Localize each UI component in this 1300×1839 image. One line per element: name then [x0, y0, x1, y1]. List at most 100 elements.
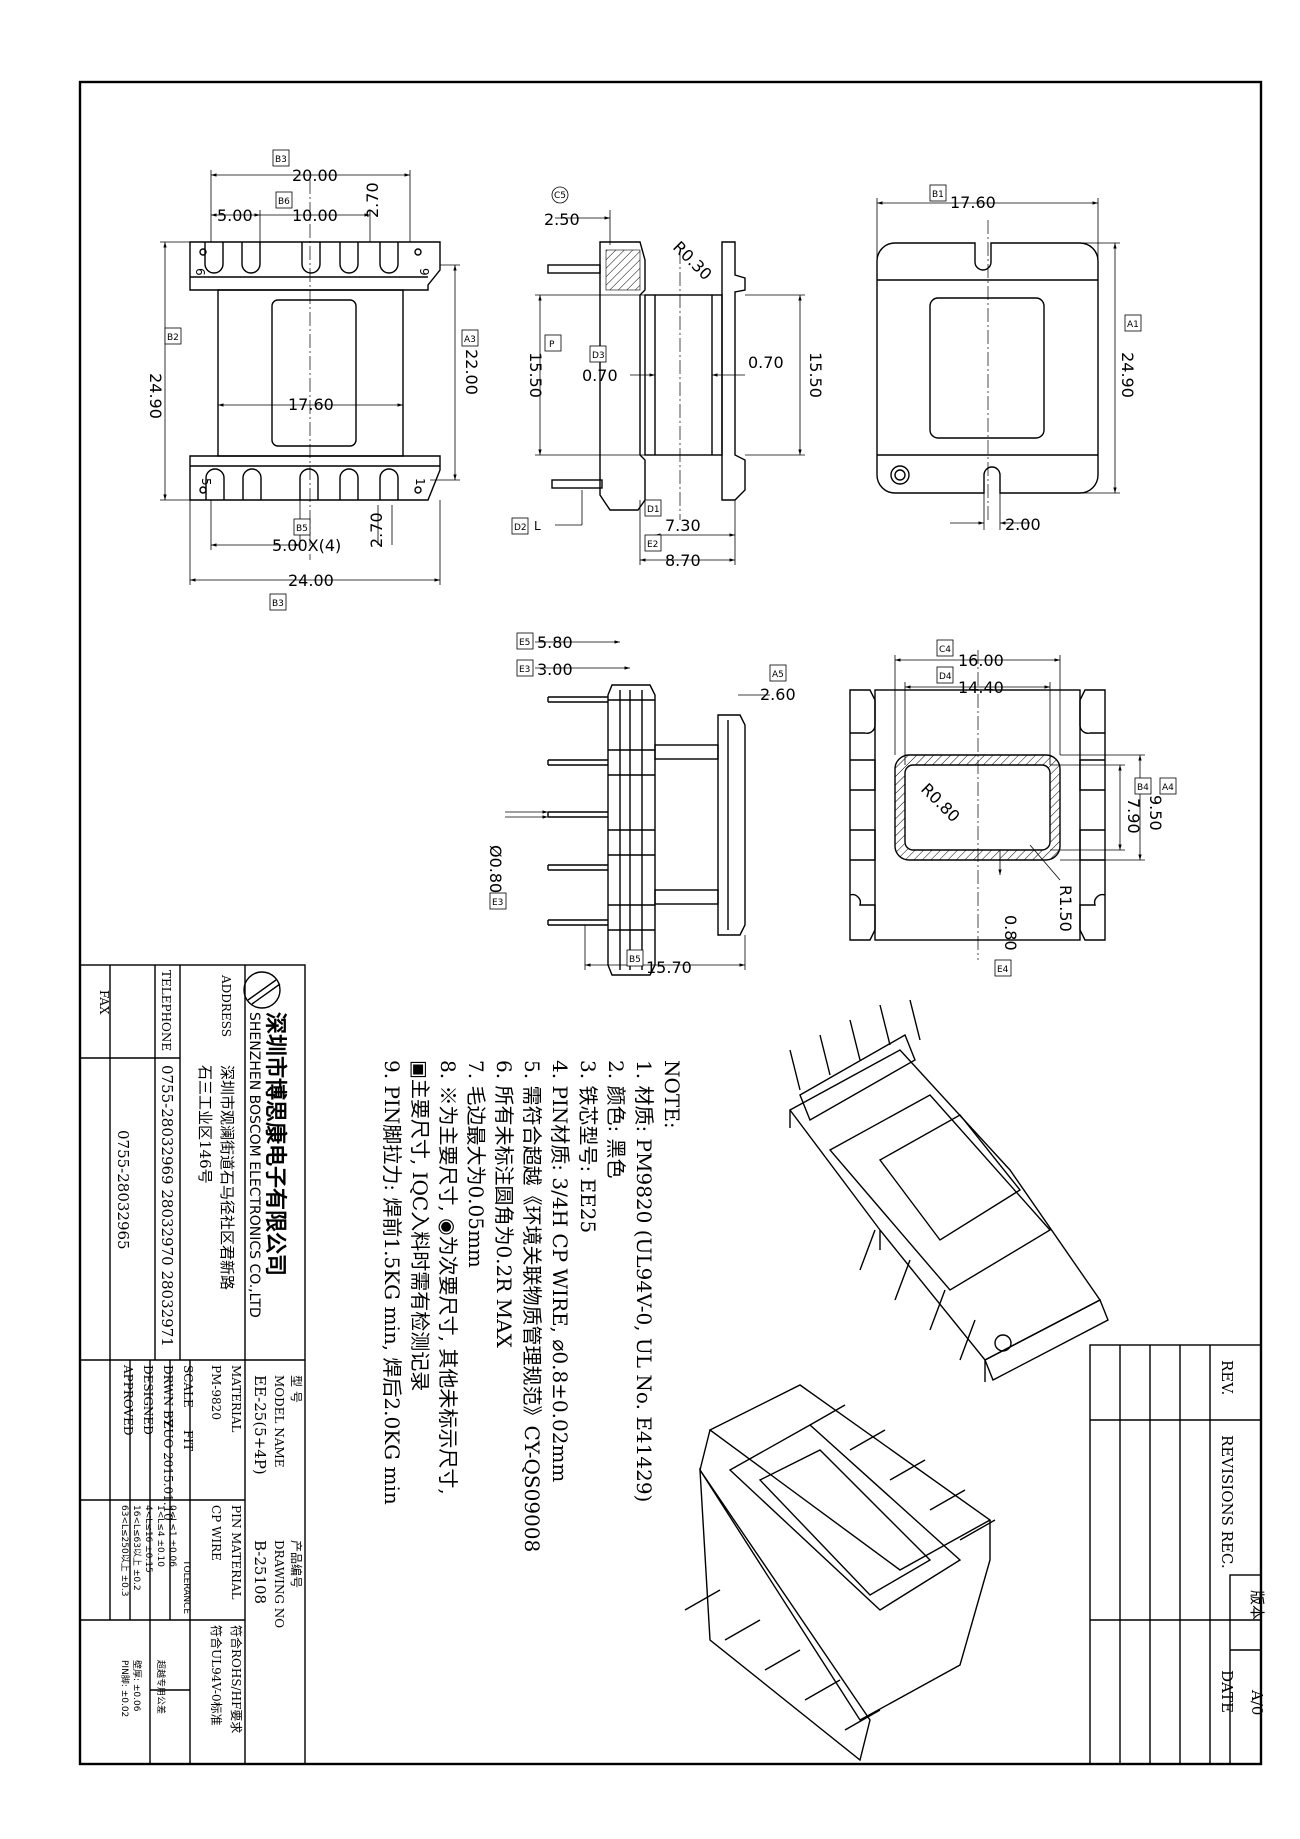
address-line-1: 深圳市观澜街道石马径社区君新路	[218, 1065, 236, 1290]
dim-24-90-front: 24.90	[146, 373, 165, 419]
dim-24-00: 24.00	[288, 571, 334, 590]
tag-b4: B4	[1137, 783, 1149, 793]
dim-5-00: 5.00	[217, 206, 253, 225]
tag-d2: D2	[514, 523, 527, 533]
drawing-no-value: B-25108	[251, 1540, 269, 1604]
note-8b: ▣主要尺寸, IQC入料时需有检测记录	[408, 1060, 432, 1391]
scale-label: SCALE	[181, 1365, 195, 1408]
dim-10-00: 10.00	[292, 206, 338, 225]
tag-d1: D1	[647, 505, 660, 515]
isometric-view-1	[788, 999, 1109, 1382]
tolerance-3: 4<L≤16 ±0.15	[143, 1505, 153, 1573]
company-name-en: SHENZHEN BOSCOM ELECTRONICS CO.,LTD	[246, 1012, 262, 1318]
company-logo	[243, 971, 281, 1009]
designed-label: DESIGNED	[141, 1365, 155, 1435]
tag-c5: C5	[554, 191, 566, 201]
dim-9-50: 9.50	[1146, 795, 1165, 831]
dim-2-00: 2.00	[1005, 515, 1041, 534]
notes-block: NOTE: 1. 材质: PM9820 (UL94V-0, UL No. E41…	[380, 1060, 684, 1552]
rohs-note: 符合ROHS/HF要求	[229, 1625, 244, 1733]
dim-0-80-wall: 0.80	[1001, 915, 1020, 951]
dim-16-00: 16.00	[958, 651, 1004, 670]
note-9: 9. PIN脚拉力: 焊前1.5KG min, 焊后2.0KG min	[380, 1060, 404, 1505]
front-view: 6 9 5 1 B3 20.00 B6 5.00 10.00 2.70 24.9…	[146, 149, 481, 611]
revision-block: REV. REVISIONS REC. DATE 版本 A/0	[1089, 1344, 1266, 1765]
tag-e5: E5	[519, 638, 530, 648]
dim-0-80-pin: Ø0.80	[486, 845, 505, 893]
tag-a1: A1	[1127, 320, 1139, 330]
dim-5-00x4: 5.00X(4)	[272, 536, 341, 555]
tag-b3-top: B3	[275, 155, 287, 165]
tolerance-label: TOLERANCE	[181, 1559, 191, 1614]
title-block: 深圳市博思康电子有限公司 SHENZHEN BOSCOM ELECTRONICS…	[79, 964, 306, 1765]
special-tolerance-wall: 壁厚: ±0.06	[131, 1660, 143, 1712]
tag-d3: D3	[592, 351, 605, 361]
tolerance-5: 63<L≤250以上 ±0.3	[119, 1505, 130, 1596]
top-view: B1 17.60 A1 24.90 2.00	[876, 184, 1142, 534]
note-4: 4. PIN材质: 3/4H CP WIRE, ⌀0.8±0.02mm	[548, 1060, 572, 1482]
ul-note: 符合UL94V-0标准	[209, 1625, 224, 1726]
tag-e2: E2	[647, 540, 658, 550]
dim-2-50: 2.50	[544, 210, 580, 229]
note-2: 2. 颜色: 黑色	[604, 1060, 628, 1179]
model-value: EE-25(5+4P)	[251, 1375, 269, 1475]
dim-2-70-bottom: 2.70	[367, 512, 386, 548]
tag-a4: A4	[1162, 783, 1174, 793]
tag-a3: A3	[464, 335, 476, 345]
model-label-en: MODEL NAME	[272, 1375, 286, 1468]
dim-0-70-right: 0.70	[748, 353, 784, 372]
bottom-view: C4 16.00 D4 14.40 B4 7.90 A4 9.50 R0.80 …	[849, 639, 1177, 977]
tag-e3-pin: E3	[519, 665, 530, 675]
drawing-no-label-cn: 产品编号	[289, 1540, 304, 1588]
tolerance-4: 16<L≤63以上 ±0.2	[131, 1505, 142, 1591]
tolerance-2: 1<L≤4 ±0.10	[155, 1505, 165, 1567]
tolerance-1: 0<L≤1 ±0.06	[167, 1505, 177, 1567]
telephone-label: TELEPHONE	[159, 970, 173, 1051]
dim-17-60-top: 17.60	[950, 193, 996, 212]
note-7: 7. 毛边最大为0.05mm	[464, 1060, 488, 1268]
note-8: 8. ※为主要尺寸, ◉为次要尺寸, 其他未标示尺寸,	[436, 1060, 460, 1495]
side-view: C5 2.50 R0.30 P 15.50 D3 0.70 0.70 15.50…	[511, 186, 825, 570]
dim-7-30: 7.30	[665, 516, 701, 535]
isometric-view-2	[684, 1384, 996, 1762]
dim-8-70: 8.70	[665, 551, 701, 570]
notes-heading: NOTE:	[660, 1060, 684, 1129]
tag-b6: B6	[278, 197, 290, 207]
tag-b1: B1	[932, 190, 944, 200]
dim-22-00: 22.00	[462, 349, 481, 395]
date-label: DATE	[1218, 1670, 1236, 1713]
dim-20-00: 20.00	[292, 166, 338, 185]
fax-value: 0755-28032965	[114, 1130, 132, 1250]
special-tolerance-title: 超越专用公差	[155, 1660, 167, 1714]
dim-15-50-left: 15.50	[526, 352, 545, 398]
dim-0-70-left: 0.70	[582, 366, 618, 385]
tag-a5: A5	[772, 670, 784, 680]
dim-L: L	[534, 519, 541, 533]
tag-b5-front: B5	[296, 524, 308, 534]
company-name-cn: 深圳市博思康电子有限公司	[262, 1012, 288, 1276]
pin-side-view: E5 5.80 E3 3.00 A5 2.60 Ø0.80 E3 B5 15.7…	[486, 632, 796, 977]
tag-b2: B2	[167, 333, 179, 343]
dim-17-60-front: 17.60	[288, 395, 334, 414]
dim-r0-30: R0.30	[669, 237, 715, 283]
pin-material-label: PIN MATERIAL	[229, 1505, 243, 1600]
tag-e4: E4	[997, 965, 1009, 975]
dim-14-40: 14.40	[958, 678, 1004, 697]
scale-value: FIT	[181, 1430, 195, 1451]
address-line-2: 石三工业区146号	[196, 1065, 214, 1184]
note-1: 1. 材质: PM9820 (UL94V-0, UL No. E41429)	[632, 1060, 656, 1502]
dim-7-90: 7.90	[1124, 798, 1143, 834]
drawn-by-label: DRWN BY	[161, 1365, 175, 1428]
approved-label: APPROVED	[121, 1364, 135, 1436]
drawn-by-value: ZUO 2015.01.10	[161, 1420, 175, 1521]
drawing-no-label-en: DRAWING NO	[272, 1540, 286, 1628]
dim-15-70: 15.70	[646, 958, 692, 977]
material-label: MATERIAL	[229, 1365, 243, 1433]
dim-2-70-top: 2.70	[363, 182, 382, 218]
rev-label: REV.	[1218, 1360, 1236, 1395]
special-tolerance-pin: PIN脚: ±0.02	[119, 1660, 130, 1717]
revisions-rec-label: REVISIONS REC.	[1218, 1435, 1236, 1569]
note-3: 3. 铁芯型号: EE25	[576, 1060, 600, 1233]
tag-e3-dia: E3	[492, 898, 503, 908]
